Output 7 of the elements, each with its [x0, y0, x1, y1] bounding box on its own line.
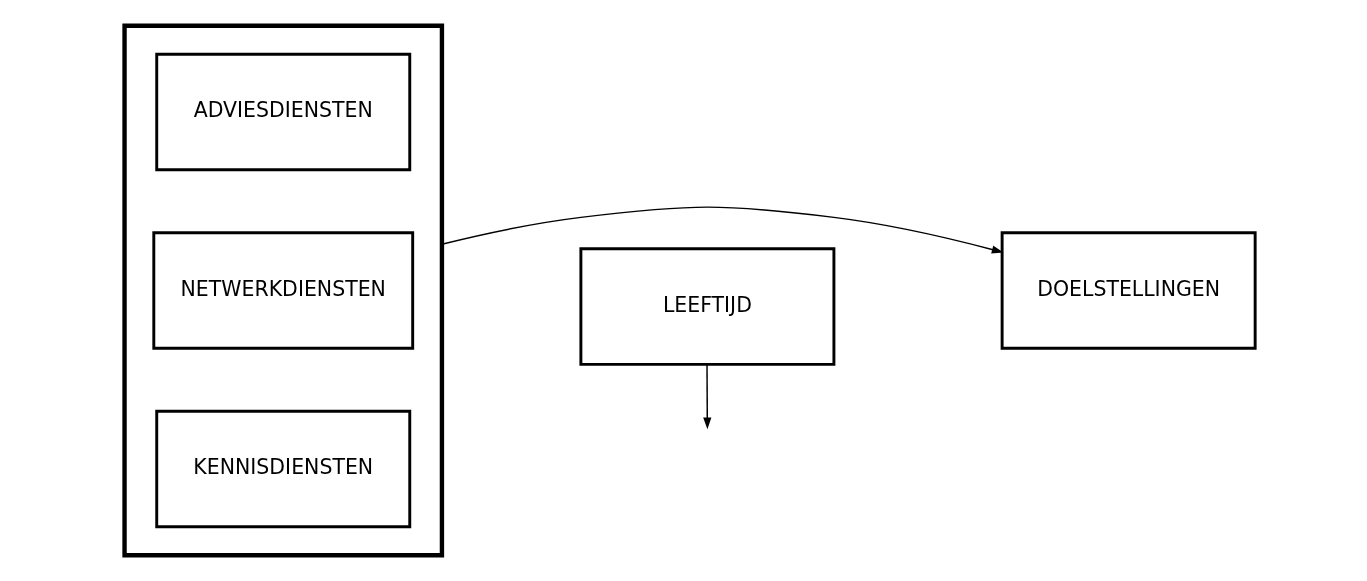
node-box: ADVIESDIENSTEN [154, 52, 411, 172]
node-box: NETWERKDIENSTEN [151, 231, 414, 350]
node-box: LEEFTIJD [578, 247, 835, 366]
node-box: DOELSTELLINGEN [1000, 231, 1257, 350]
cluster [121, 23, 444, 558]
arrow [702, 363, 711, 430]
node-box: KENNISDIENSTEN [154, 409, 411, 529]
